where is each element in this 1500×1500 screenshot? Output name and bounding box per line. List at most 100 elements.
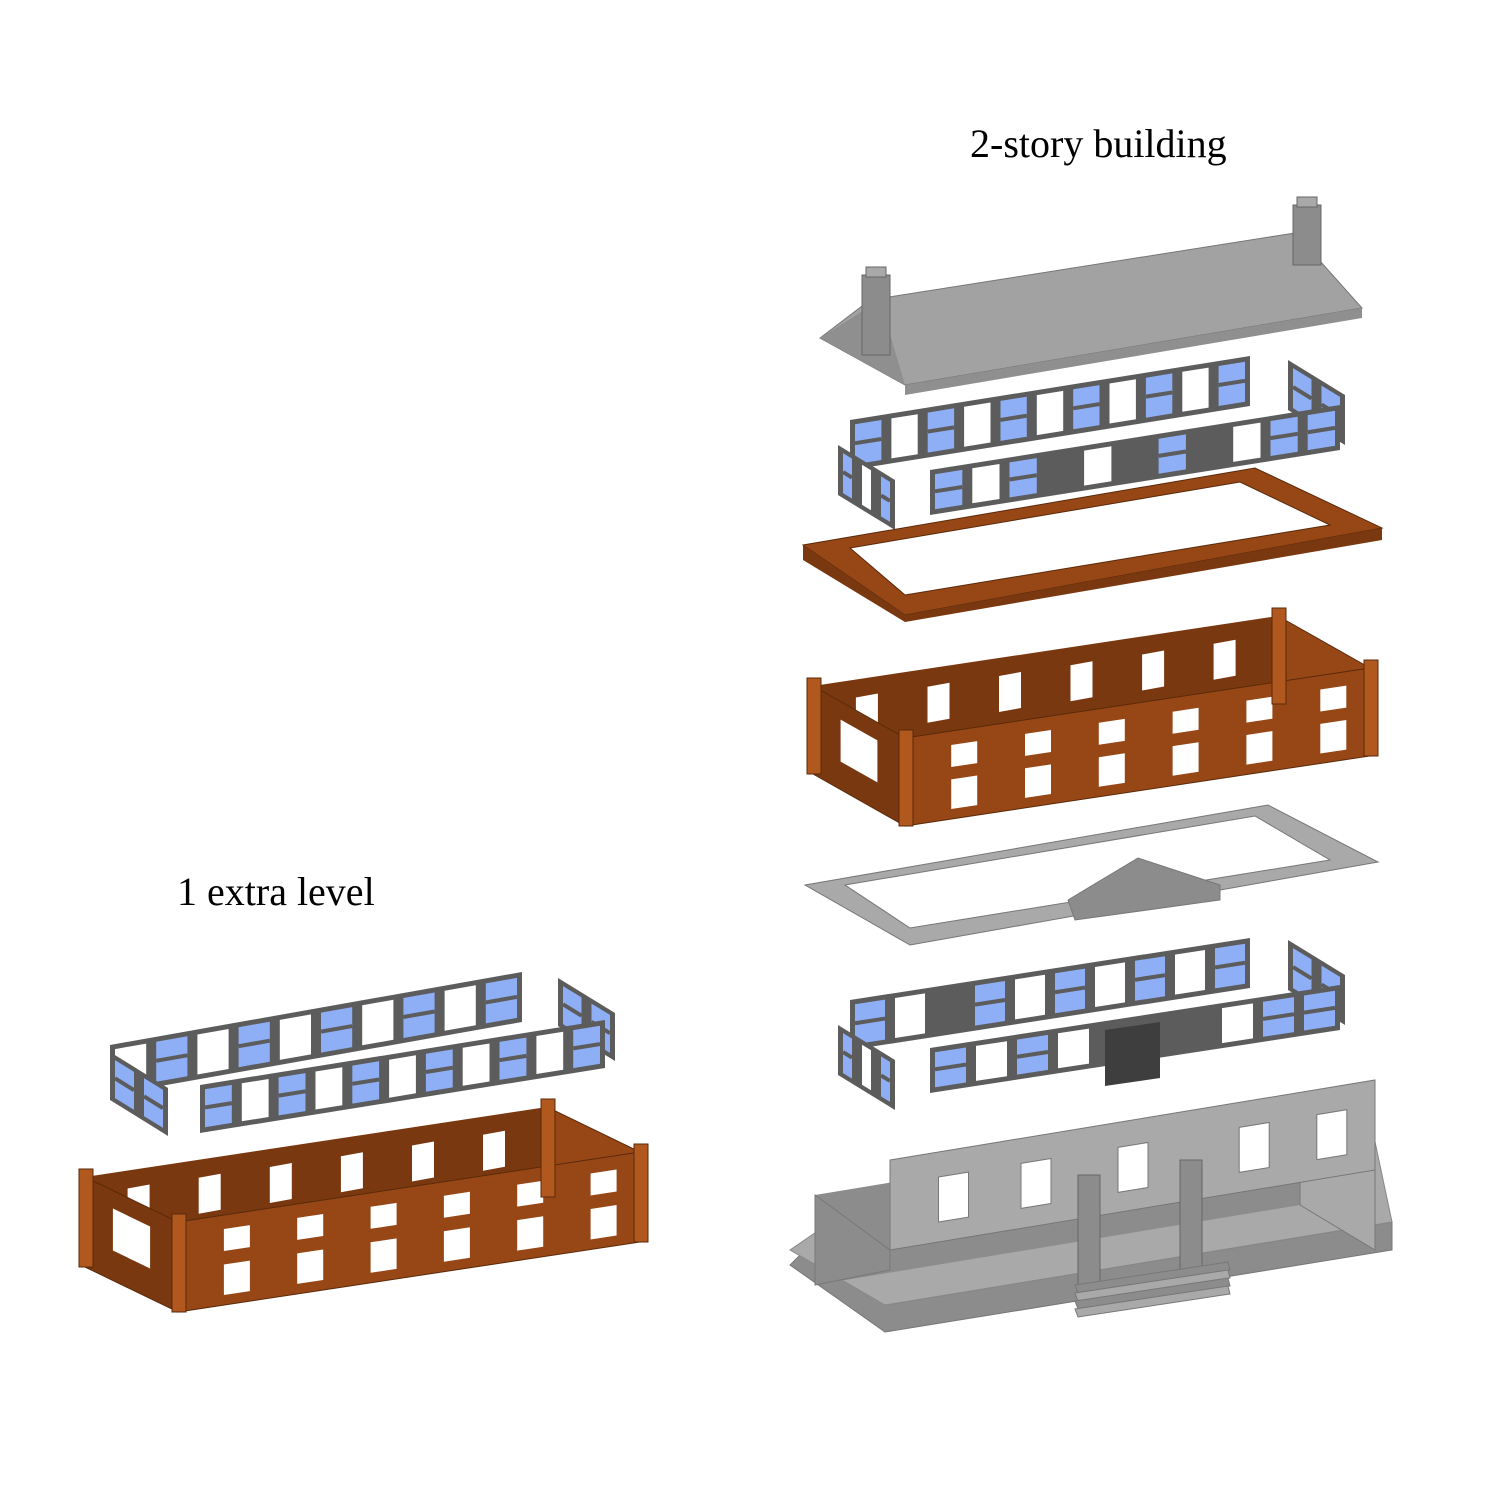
- window-mullion: [1134, 973, 1166, 982]
- window-mullion: [854, 437, 882, 446]
- lower-window-opening: [951, 775, 978, 809]
- window-opening: [362, 999, 394, 1046]
- chimney: [861, 274, 891, 356]
- window-opening: [1175, 950, 1205, 995]
- back-window-opening: [412, 1141, 434, 1182]
- arched-window-opening: [1316, 1109, 1348, 1161]
- upper-brick-walls-component: [806, 607, 1379, 827]
- window-mullion: [572, 1042, 601, 1051]
- window-mullion: [927, 425, 955, 434]
- window-mullion: [879, 493, 892, 503]
- lower-window-opening: [443, 1227, 470, 1262]
- upper-window-opening: [1025, 730, 1051, 756]
- upper-window-opening: [1098, 718, 1125, 745]
- lower-window-opening: [517, 1216, 544, 1251]
- extra-level-window-frames-component: [110, 972, 615, 1136]
- lower-window-opening: [1320, 720, 1347, 754]
- window-opening: [279, 1014, 311, 1060]
- window-opening: [972, 464, 1000, 504]
- back-window-opening: [999, 672, 1021, 712]
- upper-window-opening: [223, 1225, 250, 1251]
- window-mullion: [238, 1038, 271, 1049]
- window-mullion: [142, 1094, 165, 1110]
- corner-pilaster: [898, 729, 914, 827]
- window-opening: [862, 1044, 871, 1091]
- left-stone-wall: [814, 1194, 891, 1286]
- upper-window-opening: [443, 1191, 470, 1218]
- window-opening: [462, 1043, 490, 1086]
- corner-pilaster: [540, 1098, 556, 1198]
- window-mullion: [113, 1076, 136, 1092]
- lower-window-opening: [1098, 753, 1125, 787]
- window-mullion: [974, 997, 1006, 1007]
- window-mullion: [1270, 431, 1299, 441]
- window-mullion: [278, 1089, 306, 1098]
- corner-pilaster: [1271, 607, 1287, 705]
- back-window-opening: [927, 682, 950, 723]
- back-window-opening: [483, 1130, 505, 1171]
- back-window-opening: [1213, 639, 1236, 680]
- window-mullion: [1291, 965, 1313, 981]
- window-opening: [1084, 446, 1112, 486]
- ground-window-frames-component: [838, 938, 1345, 1110]
- window-mullion: [499, 1053, 527, 1063]
- pediment: [1067, 857, 1221, 921]
- window-opening: [444, 985, 476, 1031]
- window-mullion: [854, 1016, 886, 1026]
- window-mullion: [934, 1062, 967, 1072]
- upper-window-opening: [1320, 685, 1347, 712]
- lower-window-opening: [1025, 764, 1051, 798]
- back-window-opening: [198, 1173, 221, 1214]
- window-opening: [389, 1055, 416, 1098]
- window-mullion: [841, 470, 854, 480]
- upper-window-opening: [951, 741, 978, 767]
- upper-window-frames-component: [838, 356, 1345, 530]
- arched-window-opening: [1117, 1141, 1149, 1193]
- window-mullion: [1214, 960, 1246, 970]
- corner-pilaster: [1363, 659, 1379, 757]
- window-opening: [964, 402, 991, 447]
- corner-pilaster: [806, 677, 822, 775]
- entrance-step: [1074, 1277, 1231, 1310]
- window-opening: [197, 1029, 229, 1075]
- corner-pilaster: [78, 1168, 94, 1268]
- floor-frame: [803, 804, 1380, 946]
- entrance-step: [1074, 1269, 1231, 1302]
- window-opening: [1233, 422, 1261, 462]
- window-mullion: [485, 994, 518, 1005]
- arched-window-opening: [938, 1171, 969, 1223]
- arched-window-opening: [1238, 1121, 1270, 1173]
- window-mullion: [1303, 1005, 1336, 1015]
- lower-window-opening: [370, 1238, 397, 1273]
- window-mullion: [1072, 402, 1100, 411]
- window-mullion: [1054, 985, 1086, 995]
- back-window-opening: [1070, 661, 1093, 702]
- back-window-opening: [269, 1163, 292, 1203]
- window-opening: [891, 414, 918, 459]
- window-opening: [1182, 367, 1209, 412]
- window-opening: [862, 464, 871, 511]
- corner-pilaster: [633, 1143, 649, 1243]
- window-opening: [241, 1079, 269, 1122]
- window-mullion: [320, 1024, 353, 1034]
- two-story-building-label: 2-story building: [970, 121, 1227, 166]
- chimney: [1292, 204, 1322, 266]
- arched-window-opening: [1020, 1157, 1052, 1209]
- stone-ground-floor-component: [789, 1079, 1393, 1333]
- window-mullion: [403, 1009, 435, 1019]
- window-mullion: [155, 1053, 188, 1063]
- window-mullion: [425, 1065, 454, 1074]
- window-opening: [315, 1067, 343, 1110]
- side-window-opening: [840, 719, 878, 783]
- window-mullion: [1000, 413, 1028, 422]
- lower-window-opening: [297, 1249, 324, 1284]
- roof-component: [819, 196, 1363, 395]
- brick-cornice-frame-component: [801, 467, 1384, 622]
- window-opening: [1095, 962, 1125, 1007]
- lower-window-opening: [590, 1205, 617, 1240]
- window-opening: [1015, 974, 1045, 1020]
- window-mullion: [1009, 473, 1038, 482]
- entrance-step: [1074, 1285, 1231, 1318]
- upper-window-opening: [297, 1214, 324, 1240]
